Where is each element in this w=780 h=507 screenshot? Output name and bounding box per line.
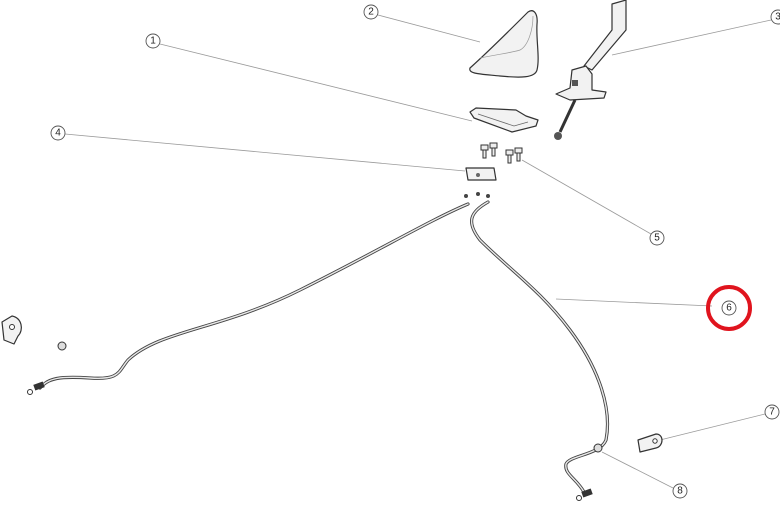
svg-text:3: 3: [775, 12, 780, 23]
part-cables[interactable]: [27, 200, 610, 501]
callout-1[interactable]: 1: [145, 33, 161, 49]
leader-line-5: [521, 159, 652, 235]
callout-5[interactable]: 5: [649, 230, 665, 246]
leader-line-2: [377, 14, 481, 43]
leader-lines: [64, 14, 772, 489]
part-bolts[interactable]: [480, 142, 523, 164]
part-bracket[interactable]: [464, 167, 497, 198]
svg-text:7: 7: [769, 407, 775, 418]
part-boot-cover[interactable]: [469, 10, 539, 78]
callout-3[interactable]: 3: [770, 9, 780, 25]
callout-8[interactable]: 8: [672, 483, 688, 499]
callout-6[interactable]: 6: [721, 300, 737, 316]
callout-4[interactable]: 4: [50, 125, 66, 141]
part-nuts[interactable]: [57, 341, 603, 453]
leader-line-1: [159, 43, 473, 122]
leader-line-7: [659, 413, 766, 441]
svg-text:6: 6: [726, 303, 732, 314]
svg-text:1: 1: [150, 36, 156, 47]
callout-7[interactable]: 7: [764, 404, 780, 420]
svg-text:2: 2: [368, 7, 374, 18]
svg-text:4: 4: [55, 128, 61, 139]
part-tray[interactable]: [469, 107, 539, 133]
leader-line-4: [64, 133, 466, 172]
part-handbrake-lever[interactable]: [554, 0, 627, 140]
svg-text:5: 5: [654, 233, 660, 244]
part-clevis[interactable]: [1, 315, 663, 453]
leader-line-6: [555, 298, 713, 307]
leader-line-8: [601, 451, 674, 489]
highlight-ring: [706, 285, 752, 331]
leader-line-3: [611, 19, 772, 56]
callout-2[interactable]: 2: [363, 4, 379, 20]
svg-text:8: 8: [677, 486, 683, 497]
